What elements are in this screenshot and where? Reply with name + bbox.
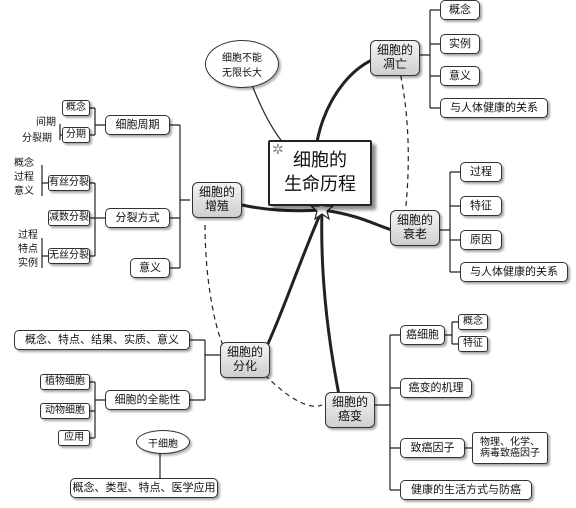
- prolif-meaning: 意义: [130, 258, 170, 278]
- mitosis-process: 过程: [14, 172, 34, 183]
- carcinogens: 致癌因子: [400, 438, 465, 458]
- central-topic-line2: 生命历程: [284, 174, 356, 195]
- plant-cell: 植物细胞: [40, 374, 90, 390]
- death-example: 实例: [440, 34, 480, 54]
- aging-process: 过程: [460, 162, 502, 182]
- node-canceration: 细胞的 癌变: [325, 392, 375, 428]
- prolif-mode: 分裂方式: [105, 208, 170, 228]
- amitosis-example: 实例: [18, 258, 38, 269]
- cancer-cell: 癌细胞: [400, 325, 445, 345]
- branch-to-diff: [263, 209, 324, 351]
- prolif-cycle: 细胞周期: [105, 115, 170, 135]
- healthy-lifestyle: 健康的生活方式与防癌: [400, 480, 532, 500]
- node-apoptosis: 细胞的 凋亡: [370, 40, 420, 76]
- phase-interphase: 间期: [36, 117, 56, 128]
- stem-cell-items: 概念、类型、特点、医学应用: [70, 478, 218, 498]
- dashed-diff-cancer: [264, 374, 323, 407]
- pinwheel-icon: ✲: [272, 142, 284, 158]
- death-concept: 概念: [440, 0, 480, 20]
- cancer-mechanism: 癌变的机理: [400, 378, 472, 398]
- animal-cell: 动物细胞: [40, 403, 90, 419]
- dashed-prolif-diff: [204, 224, 226, 351]
- death-meaning: 意义: [440, 66, 480, 86]
- stem-cell-cloud: 干细胞: [136, 430, 190, 454]
- aging-health: 与人体健康的关系: [460, 262, 568, 282]
- carcinogen-types: 物理、化学、 病毒致癌因子: [472, 432, 548, 464]
- totipotency: 细胞的全能性: [105, 390, 190, 410]
- branch-to-aging: [321, 208, 393, 232]
- cancer-concept: 概念: [458, 314, 488, 330]
- death-health: 与人体健康的关系: [440, 98, 548, 118]
- mitosis-meaning: 意义: [14, 186, 34, 197]
- node-proliferation: 细胞的 增殖: [192, 182, 242, 218]
- mitosis-concept: 概念: [14, 158, 34, 169]
- central-topic: 细胞的 生命历程: [268, 140, 372, 206]
- application: 应用: [58, 430, 90, 446]
- amitosis-process: 过程: [18, 230, 38, 241]
- branch-to-prolif: [241, 203, 323, 213]
- cloud-pointer: [251, 84, 286, 146]
- amitosis-feature: 特点: [18, 244, 38, 255]
- aging-feature: 特征: [460, 196, 502, 216]
- aging-cause: 原因: [460, 230, 502, 250]
- mitosis: 有丝分裂: [48, 175, 90, 191]
- meiosis: 减数分裂: [48, 210, 90, 226]
- cloud-note: 细胞不能 无限长大: [205, 40, 279, 88]
- cycle-phases: 分期: [62, 127, 90, 143]
- diff-summary: 概念、特点、结果、实质、意义: [14, 330, 190, 350]
- node-differentiation: 细胞的 分化: [220, 342, 270, 378]
- center-star: [309, 196, 335, 221]
- central-topic-line1: 细胞的: [293, 149, 347, 171]
- phase-mitotic: 分裂期: [22, 133, 52, 144]
- branch-to-cancer: [320, 209, 342, 401]
- cancer-feature: 特征: [458, 336, 488, 352]
- dashed-aging-death: [399, 71, 409, 216]
- cycle-concept: 概念: [62, 100, 90, 116]
- amitosis: 无丝分裂: [48, 248, 90, 264]
- node-aging: 细胞的 衰老: [390, 210, 440, 246]
